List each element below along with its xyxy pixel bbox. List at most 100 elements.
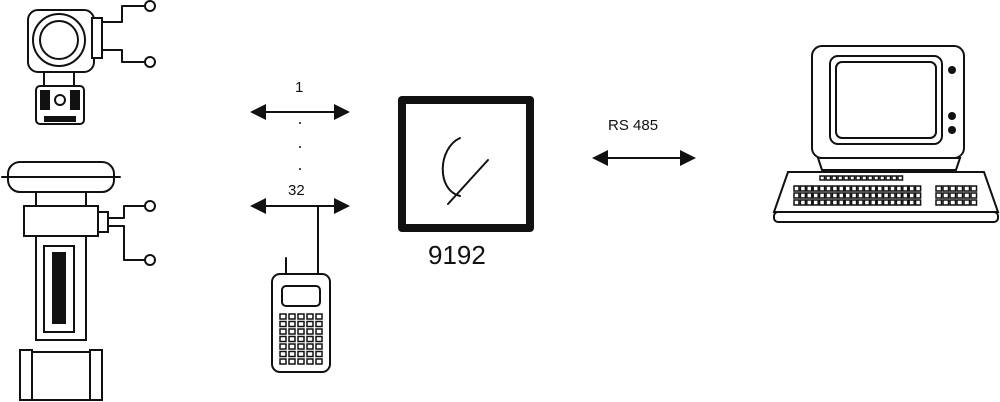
keypad-key <box>297 335 305 343</box>
keyboard-key <box>831 185 839 192</box>
computer-terminal-icon <box>772 45 1000 223</box>
keyboard-key <box>825 175 832 181</box>
keyboard-key <box>914 185 922 192</box>
keyboard-key <box>831 192 839 199</box>
pressure-transmitter-icon <box>27 0 156 125</box>
keyboard-key <box>885 175 892 181</box>
keypad-key <box>288 350 296 358</box>
keypad-key <box>306 320 314 328</box>
keyboard-key <box>963 199 971 206</box>
keypad-key <box>306 343 314 350</box>
keypad-key <box>315 343 323 350</box>
keyboard-key <box>837 175 844 181</box>
keyboard-key <box>876 192 883 199</box>
keypad-key <box>288 358 296 365</box>
keyboard-key <box>825 192 832 199</box>
ellipsis-dot <box>299 122 301 124</box>
keyboard-key <box>806 192 813 199</box>
keyboard-key <box>850 185 858 192</box>
keyboard-key <box>825 185 832 192</box>
keyboard-key <box>831 199 839 206</box>
keypad-key <box>306 358 314 365</box>
keyboard-key <box>895 185 903 192</box>
keyboard-key <box>882 192 890 199</box>
keypad-key <box>315 335 323 343</box>
keyboard-key <box>831 175 838 181</box>
keyboard-key <box>889 192 896 199</box>
keyboard-key <box>876 185 883 192</box>
keyboard-key <box>882 185 890 192</box>
keyboard-key <box>876 199 883 206</box>
keyboard-key <box>812 199 819 206</box>
keypad-key <box>297 343 305 350</box>
keyboard-key <box>889 185 896 192</box>
keyboard-key <box>914 199 922 206</box>
keyboard-key <box>844 199 851 206</box>
keypad-key <box>288 320 296 328</box>
keyboard-key <box>882 199 890 206</box>
keypad-key <box>306 335 314 343</box>
keypad-key <box>288 343 296 350</box>
device-count-top: 1 <box>295 79 304 96</box>
flow-meter-icon <box>1 161 156 401</box>
keyboard-key <box>799 185 807 192</box>
keypad-key <box>288 328 296 335</box>
keypad-key <box>315 358 323 365</box>
keyboard-key <box>873 175 880 181</box>
rs485-arrow <box>592 150 696 166</box>
keypad-key <box>279 350 287 358</box>
keyboard-key <box>844 185 851 192</box>
keyboard-key <box>870 199 877 206</box>
bus-arrow-bottom <box>250 198 350 214</box>
keyboard-key <box>935 185 943 192</box>
keyboard-key <box>935 199 943 206</box>
keyboard-key <box>818 192 826 199</box>
keyboard-key <box>949 192 957 199</box>
keyboard-key <box>857 185 864 192</box>
keyboard-key <box>902 199 909 206</box>
keyboard-key <box>970 192 978 199</box>
keyboard-key <box>908 185 915 192</box>
keyboard-key <box>902 185 909 192</box>
keypad-key <box>315 328 323 335</box>
keyboard-key <box>812 185 819 192</box>
keyboard-key <box>806 199 813 206</box>
keypad-key <box>297 358 305 365</box>
keyboard-key <box>793 192 800 199</box>
keypad-key <box>315 320 323 328</box>
keyboard-key <box>844 192 851 199</box>
keyboard-key <box>902 192 909 199</box>
keyboard-key <box>963 185 971 192</box>
keypad-key <box>279 313 287 320</box>
keyboard-key <box>849 175 856 181</box>
keyboard-key <box>879 175 886 181</box>
keyboard-key <box>935 192 943 199</box>
keyboard-key <box>855 175 862 181</box>
keyboard-key <box>818 199 826 206</box>
keypad-key <box>288 335 296 343</box>
keyboard-key <box>825 199 832 206</box>
keypad-key <box>288 313 296 320</box>
keypad-key <box>306 313 314 320</box>
ellipsis-dot <box>299 146 301 148</box>
keypad-key <box>306 350 314 358</box>
keyboard-key <box>793 199 800 206</box>
keyboard-key <box>799 199 807 206</box>
keypad-key <box>297 313 305 320</box>
keyboard-key <box>838 192 845 199</box>
keyboard-key <box>838 185 845 192</box>
keypad-key <box>315 350 323 358</box>
keyboard-key <box>942 192 950 199</box>
keyboard-key <box>949 199 957 206</box>
keyboard-key <box>891 175 898 181</box>
keyboard-key <box>857 199 864 206</box>
converter-box <box>398 96 534 232</box>
keyboard-key <box>812 192 819 199</box>
keyboard-key <box>818 185 826 192</box>
keyboard-key <box>799 192 807 199</box>
device-count-bottom: 32 <box>288 182 305 199</box>
keyboard-key <box>970 185 978 192</box>
keyboard-key <box>857 192 864 199</box>
keyboard-key <box>897 175 904 181</box>
